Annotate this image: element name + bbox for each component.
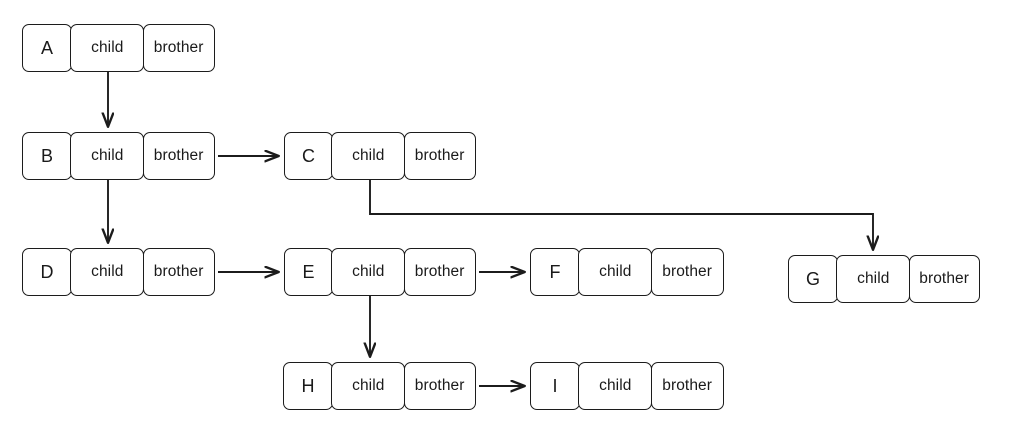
node-B-key-cell[interactable]: B	[22, 132, 72, 180]
node-B-child-cell[interactable]: child	[70, 132, 145, 180]
node-I-brother-cell[interactable]: brother	[650, 362, 724, 410]
node-C-child-cell[interactable]: child	[331, 132, 406, 180]
node-C-key-cell[interactable]: C	[284, 132, 333, 180]
node-F-child-cell[interactable]: child	[578, 248, 653, 296]
node-C-brother-cell[interactable]: brother	[403, 132, 476, 180]
node-F-key-cell[interactable]: F	[530, 248, 580, 296]
edge-C-child-G	[369, 180, 873, 249]
node-I-child-cell[interactable]: child	[578, 362, 653, 410]
node-H-child-cell[interactable]: child	[331, 362, 406, 410]
edges-group	[108, 72, 873, 386]
node-D-child-cell[interactable]: child	[70, 248, 145, 296]
node-H-key-cell[interactable]: H	[283, 362, 333, 410]
node-E-key-cell[interactable]: E	[284, 248, 333, 296]
node-G-brother-cell[interactable]: brother	[908, 255, 980, 303]
node-G-child-cell[interactable]: child	[836, 255, 911, 303]
node-H-brother-cell[interactable]: brother	[403, 362, 476, 410]
node-I-key-cell[interactable]: I	[530, 362, 580, 410]
node-A-key-cell[interactable]: A	[22, 24, 72, 72]
node-D-brother-cell[interactable]: brother	[142, 248, 215, 296]
node-E-brother-cell[interactable]: brother	[403, 248, 476, 296]
node-B-brother-cell[interactable]: brother	[142, 132, 215, 180]
node-G-key-cell[interactable]: G	[788, 255, 838, 303]
node-F-brother-cell[interactable]: brother	[650, 248, 724, 296]
node-A-child-cell[interactable]: child	[70, 24, 145, 72]
node-E-child-cell[interactable]: child	[331, 248, 406, 296]
node-A-brother-cell[interactable]: brother	[142, 24, 215, 72]
node-D-key-cell[interactable]: D	[22, 248, 72, 296]
